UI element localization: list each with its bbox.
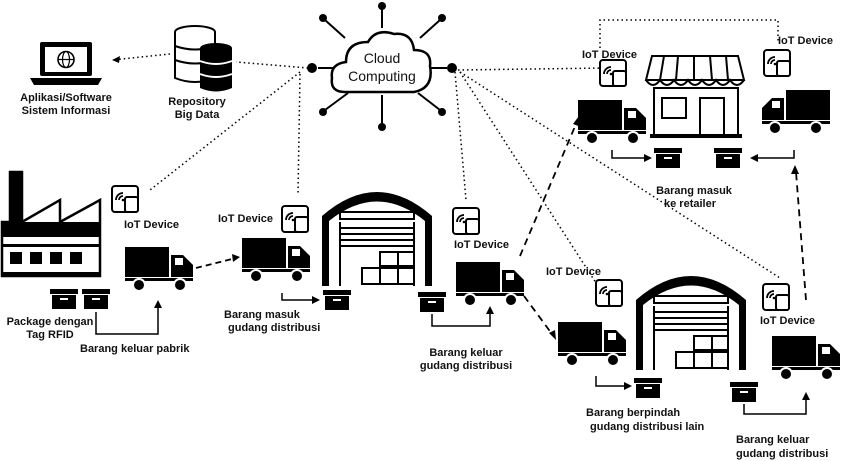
laptop-icon: [30, 42, 102, 85]
package-icon: [82, 289, 110, 309]
package-icon: [634, 378, 662, 398]
rfid-device-icon: [599, 59, 627, 87]
warehouse2-out-line2: gudang distribusi: [736, 448, 828, 460]
factory-package-line2: Tag RFID: [26, 329, 74, 341]
data-connections: [111, 19, 781, 287]
iot-label-factory: IoT Device: [124, 219, 179, 231]
rfid-device-icon: [281, 205, 309, 233]
warehouse2-out-line1: Barang keluar: [736, 434, 810, 446]
package-icon: [730, 382, 758, 402]
rfid-device-icon: [763, 49, 791, 77]
app-label-line1: Aplikasi/Software: [20, 92, 112, 104]
iot-label-warehouse2-in: IoT Device: [546, 266, 601, 278]
repository-label-line1: Repository: [168, 96, 226, 108]
warehouse-icon: [321, 191, 433, 287]
truck-icon: [771, 335, 841, 381]
retailer-in-line1: Barang masuk: [656, 185, 733, 197]
warehouse1-in-line2: gudang distribusi: [228, 322, 320, 334]
factory-out-label: Barang keluar pabrik: [80, 343, 190, 355]
app-label-line2: Sistem Informasi: [22, 105, 111, 117]
iot-label-warehouse1-out: IoT Device: [454, 239, 509, 251]
iot-label-warehouse1-in: IoT Device: [218, 213, 273, 225]
factory-icon: [0, 170, 102, 278]
database-icon: [174, 25, 233, 92]
warehouse1-out-line2: gudang distribusi: [420, 360, 512, 372]
truck-icon: [761, 89, 831, 135]
rfid-device-icon: [111, 185, 139, 213]
cloud-icon: [307, 2, 457, 131]
warehouse1-in-line1: Barang masuk: [224, 309, 301, 321]
iot-label-retailer-out: IoT Device: [778, 35, 833, 47]
warehouse-icon: [635, 275, 747, 371]
repository-label-line2: Big Data: [175, 109, 221, 121]
package-icon: [323, 290, 351, 310]
rfid-device-icon: [452, 207, 480, 235]
iot-label-warehouse2-out: IoT Device: [760, 315, 815, 327]
store-icon: [644, 55, 746, 138]
package-icon: [654, 148, 682, 168]
warehouse2-move-line2: gudang distribusi lain: [590, 421, 705, 433]
rfid-device-icon: [762, 283, 790, 311]
package-icon: [418, 292, 446, 312]
truck-icon: [241, 237, 311, 283]
truck-icon: [455, 261, 525, 307]
warehouse2-move-line1: Barang berpindah: [586, 407, 680, 419]
rfid-device-icon: [595, 279, 623, 307]
warehouse1-out-line1: Barang keluar: [429, 347, 503, 359]
retailer-in-line2: ke retailer: [664, 198, 717, 210]
package-icon: [714, 148, 742, 168]
truck-icon: [124, 246, 194, 292]
truck-icon: [577, 99, 647, 145]
iot-label-retailer-in: IoT Device: [582, 49, 637, 61]
factory-package-line1: Package dengan: [7, 316, 94, 328]
truck-icon: [557, 321, 627, 367]
cloud-title-line1: Cloud: [364, 50, 401, 66]
package-icon: [50, 289, 78, 309]
cloud-title-line2: Computing: [348, 68, 416, 84]
